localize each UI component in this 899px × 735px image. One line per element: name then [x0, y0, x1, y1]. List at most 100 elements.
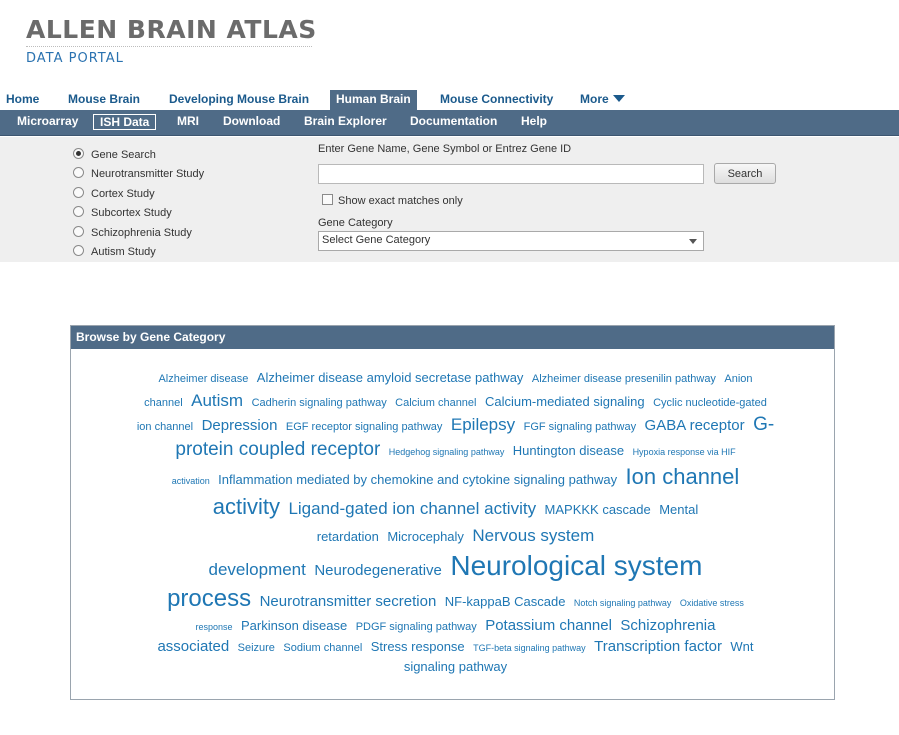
- radio-label: Autism Study: [91, 246, 156, 258]
- gene-category-tag[interactable]: Ion channel: [625, 464, 740, 489]
- subnav-documentation[interactable]: Documentation: [410, 114, 498, 128]
- gene-category-tag[interactable]: Nervous system: [472, 526, 595, 545]
- radio-cortex-study[interactable]: Cortex Study: [73, 187, 155, 203]
- topnav-more[interactable]: More: [574, 90, 631, 110]
- gene-category-tag[interactable]: Neurotransmitter secretion: [259, 593, 437, 610]
- radio-button[interactable]: [73, 167, 84, 178]
- gene-search-input[interactable]: [318, 164, 704, 184]
- radio-button[interactable]: [73, 148, 84, 159]
- subnav-brain-explorer[interactable]: Brain Explorer: [304, 114, 387, 128]
- gene-category-tag[interactable]: Autism: [191, 391, 244, 410]
- gene-category-tag[interactable]: development: [208, 560, 306, 579]
- exact-matches-checkbox[interactable]: [322, 194, 333, 205]
- radio-schizophrenia-study[interactable]: Schizophrenia Study: [73, 226, 192, 242]
- gene-category-tag[interactable]: NF-kappaB Cascade: [444, 594, 566, 609]
- tag-cloud-line: development Neurodegenerative Neurologic…: [97, 549, 814, 583]
- radio-label: Schizophrenia Study: [91, 227, 192, 239]
- gene-category-tag[interactable]: retardation: [316, 529, 379, 544]
- gene-category-tag[interactable]: Hypoxia response via HIF: [632, 447, 736, 457]
- gene-category-select[interactable]: Select Gene Category: [318, 231, 704, 251]
- logo[interactable]: ALLEN BRAIN ATLAS DATA PORTAL: [26, 16, 317, 67]
- gene-category-tag[interactable]: Oxidative stress: [679, 598, 744, 608]
- gene-category-tag[interactable]: channel: [144, 397, 183, 409]
- topnav-developing-mouse-brain[interactable]: Developing Mouse Brain: [169, 92, 310, 106]
- gene-category-tag[interactable]: Stress response: [370, 639, 465, 654]
- radio-button[interactable]: [73, 226, 84, 237]
- gene-category-tag[interactable]: Inflammation mediated by chemokine and c…: [218, 472, 618, 487]
- topnav-mouse-brain[interactable]: Mouse Brain: [68, 92, 141, 106]
- gene-category-tag[interactable]: Notch signaling pathway: [573, 598, 672, 608]
- logo-divider: [26, 46, 312, 47]
- gene-category-tag[interactable]: Cadherin signaling pathway: [251, 397, 387, 409]
- exact-matches-option[interactable]: Show exact matches only: [322, 194, 463, 207]
- gene-category-tag[interactable]: Parkinson disease: [241, 618, 348, 633]
- gene-category-tag[interactable]: TGF-beta signaling pathway: [473, 643, 586, 653]
- gene-category-tag[interactable]: Neurodegenerative: [314, 562, 442, 579]
- gene-category-tag[interactable]: Huntington disease: [512, 443, 625, 458]
- gene-category-tag[interactable]: Cyclic nucleotide-gated: [653, 397, 767, 409]
- gene-category-tag[interactable]: process: [167, 585, 252, 612]
- gene-category-tag[interactable]: Potassium channel: [485, 617, 612, 634]
- subnav-help[interactable]: Help: [521, 114, 548, 128]
- radio-autism-study[interactable]: Autism Study: [73, 245, 156, 261]
- gene-category-tag[interactable]: EGF receptor signaling pathway: [285, 421, 443, 433]
- gene-category-tag[interactable]: Wnt: [730, 639, 754, 654]
- topnav-more-label: More: [580, 92, 609, 106]
- gene-category-tag[interactable]: Hedgehog signaling pathway: [388, 447, 505, 457]
- gene-category-tag[interactable]: Mental: [659, 502, 699, 517]
- gene-category-tag[interactable]: Microcephaly: [387, 529, 464, 544]
- gene-category-value: Select Gene Category: [322, 234, 431, 246]
- gene-category-tag[interactable]: Alzheimer disease amyloid secretase path…: [256, 370, 524, 385]
- gene-category-tag[interactable]: Calcium-mediated signaling: [484, 394, 645, 409]
- gene-category-tag[interactable]: ion channel: [136, 421, 194, 433]
- gene-category-tag[interactable]: G-: [753, 414, 775, 435]
- topnav-human-brain[interactable]: Human Brain: [330, 90, 417, 110]
- radio-button[interactable]: [73, 206, 84, 217]
- topnav-home[interactable]: Home: [6, 92, 40, 106]
- gene-category-tag[interactable]: Alzheimer disease presenilin pathway: [531, 373, 716, 385]
- browse-gene-category-box: Browse by Gene Category Alzheimer diseas…: [70, 325, 835, 700]
- gene-category-tag[interactable]: Anion: [724, 373, 753, 385]
- gene-category-tag[interactable]: signaling pathway: [403, 659, 508, 674]
- gene-category-tag[interactable]: Schizophrenia: [620, 617, 716, 634]
- gene-category-tag[interactable]: protein coupled receptor: [175, 439, 381, 460]
- tag-cloud-line: activation Inflammation mediated by chem…: [97, 463, 814, 491]
- gene-category-tag[interactable]: MAPKKK cascade: [544, 502, 651, 517]
- tag-cloud-line: signaling pathway: [97, 657, 814, 677]
- gene-category-tag[interactable]: Depression: [201, 417, 278, 434]
- gene-category-tag[interactable]: activity: [212, 494, 280, 519]
- tag-cloud-line: channel Autism Cadherin signaling pathwa…: [97, 389, 814, 413]
- gene-category-tag[interactable]: associated: [157, 638, 230, 655]
- gene-category-tag[interactable]: Calcium channel: [395, 397, 477, 409]
- radio-label: Cortex Study: [91, 188, 155, 200]
- logo-subtitle: DATA PORTAL: [26, 51, 124, 66]
- tag-cloud-line: activity Ligand-gated ion channel activi…: [97, 491, 814, 523]
- subnav-mri[interactable]: MRI: [177, 114, 199, 128]
- gene-category-tag[interactable]: activation: [171, 476, 210, 486]
- gene-category-tag[interactable]: Sodium channel: [283, 642, 363, 654]
- gene-category-tag[interactable]: Ligand-gated ion channel activity: [288, 499, 537, 518]
- gene-category-tag[interactable]: Transcription factor: [594, 638, 722, 655]
- gene-category-tag[interactable]: Alzheimer disease: [158, 373, 249, 385]
- subnav-microarray[interactable]: Microarray: [17, 114, 79, 128]
- gene-category-tag[interactable]: GABA receptor: [644, 417, 745, 434]
- gene-category-label: Gene Category: [318, 217, 393, 229]
- gene-category-tag[interactable]: PDGF signaling pathway: [355, 621, 477, 633]
- radio-button[interactable]: [73, 187, 84, 198]
- radio-subcortex-study[interactable]: Subcortex Study: [73, 206, 172, 222]
- gene-category-tag[interactable]: Seizure: [237, 642, 275, 654]
- subnav-ish-data[interactable]: ISH Data: [93, 114, 157, 130]
- radio-gene-search[interactable]: Gene Search: [73, 148, 156, 164]
- topnav-mouse-connectivity[interactable]: Mouse Connectivity: [440, 92, 554, 106]
- chevron-down-icon: [689, 239, 697, 244]
- gene-category-tag[interactable]: response: [195, 622, 233, 632]
- gene-category-tag[interactable]: Neurological system: [450, 550, 703, 581]
- radio-button[interactable]: [73, 245, 84, 256]
- radio-neurotransmitter-study[interactable]: Neurotransmitter Study: [73, 167, 204, 183]
- gene-category-tag[interactable]: FGF signaling pathway: [523, 421, 637, 433]
- tag-cloud-line: ion channel Depression EGF receptor sign…: [97, 413, 814, 437]
- subnav-download[interactable]: Download: [223, 114, 281, 128]
- search-button[interactable]: Search: [714, 163, 776, 184]
- browse-header: Browse by Gene Category: [71, 326, 834, 349]
- gene-category-tag[interactable]: Epilepsy: [450, 415, 516, 434]
